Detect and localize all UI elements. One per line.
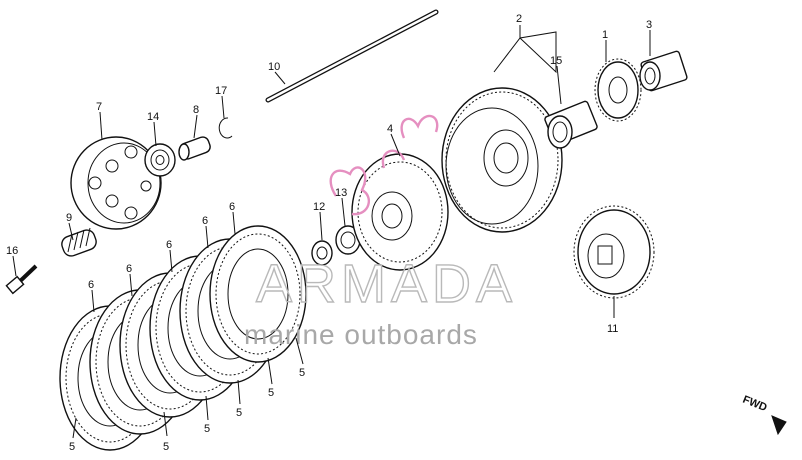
callout-5-b: 5 — [163, 441, 169, 453]
part-pressure-plate — [70, 136, 162, 230]
watermark-tagline: marine outboards — [244, 319, 478, 350]
part-bolt — [5, 264, 38, 295]
callout-12: 12 — [313, 201, 325, 213]
callout-10: 10 — [268, 61, 280, 73]
watermark-brand: ARMADA — [256, 254, 517, 314]
watermark: ARMADA marine outboards — [244, 114, 517, 350]
callout-5-e: 5 — [268, 387, 274, 399]
callout-2: 2 — [516, 13, 522, 25]
part-bearing-14 — [144, 143, 176, 177]
callout-6-b: 6 — [126, 263, 132, 275]
arrow-right-icon — [771, 415, 787, 436]
part-circlip — [218, 117, 233, 139]
part-push-rod — [265, 9, 439, 103]
part-lifter-piece — [178, 136, 211, 161]
part-spring — [61, 227, 97, 257]
callout-11: 11 — [607, 323, 618, 335]
callout-8: 8 — [193, 104, 199, 116]
callout-17: 17 — [215, 85, 227, 97]
part-sprocket — [594, 58, 642, 122]
callout-6-c: 6 — [166, 239, 172, 251]
part-clutch-outer — [441, 87, 563, 233]
callout-6-a: 6 — [88, 279, 94, 291]
callout-5-f: 5 — [299, 367, 305, 379]
callout-9: 9 — [66, 212, 72, 224]
callout-6-e: 6 — [229, 201, 235, 213]
part-clutch-center — [351, 153, 449, 271]
part-gear-11 — [573, 205, 655, 299]
callout-14: 14 — [147, 111, 159, 123]
callout-5-d: 5 — [236, 407, 242, 419]
callout-5-a: 5 — [69, 441, 75, 453]
callout-3: 3 — [646, 19, 652, 31]
callout-5-c: 5 — [204, 423, 210, 435]
part-washer-12 — [311, 240, 333, 266]
callout-4: 4 — [387, 123, 393, 135]
leader-lines — [12, 25, 651, 439]
part-collar — [639, 50, 688, 92]
callout-16: 16 — [6, 245, 18, 257]
callout-13: 13 — [335, 187, 347, 199]
forward-direction-indicator: FWD — [741, 394, 787, 436]
direction-label: FWD — [741, 394, 769, 415]
part-needle-bearing — [544, 100, 598, 149]
callout-1: 1 — [602, 29, 608, 41]
callout-6-d: 6 — [202, 215, 208, 227]
callout-7: 7 — [96, 101, 102, 113]
callouts: 1 2 3 4 7 14 8 17 10 15 13 12 9 16 11 6 … — [6, 13, 652, 453]
clutch-plate-stack — [59, 225, 307, 451]
armada-logo-icon — [329, 114, 439, 216]
callout-15: 15 — [550, 55, 562, 67]
